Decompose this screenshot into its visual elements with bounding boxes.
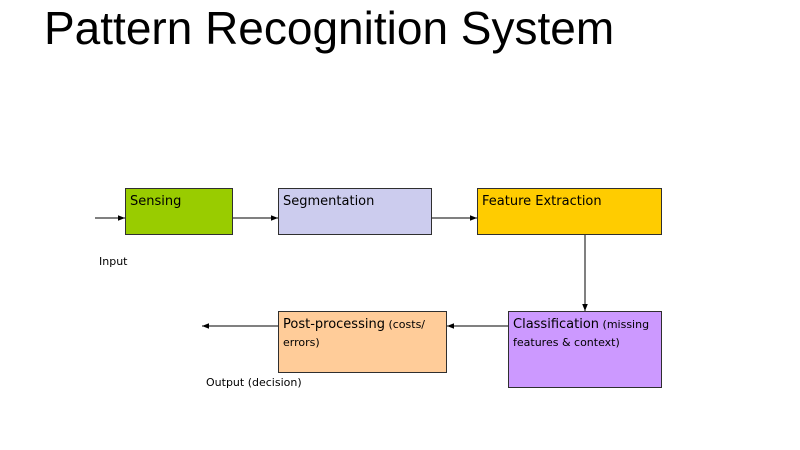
classification-box: Classification (missing features & conte… [508, 311, 662, 388]
slide-title: Pattern Recognition System [44, 2, 615, 54]
input-label: Input [99, 255, 128, 268]
feature-extraction-box: Feature Extraction [477, 188, 662, 235]
sensing-label: Sensing [130, 194, 182, 209]
segmentation-label: Segmentation [283, 194, 375, 209]
classification-label: Classification [513, 317, 600, 332]
classification-note: (missing features & context) [513, 318, 650, 349]
post-processing-box: Post-processing (costs/ errors) [278, 311, 447, 373]
post-processing-label: Post-processing [283, 317, 385, 332]
output-label: Output (decision) [206, 376, 302, 389]
feature-extraction-label: Feature Extraction [482, 194, 602, 209]
post-processing-note: (costs/ errors) [283, 318, 425, 349]
sensing-box: Sensing [125, 188, 233, 235]
segmentation-box: Segmentation [278, 188, 432, 235]
